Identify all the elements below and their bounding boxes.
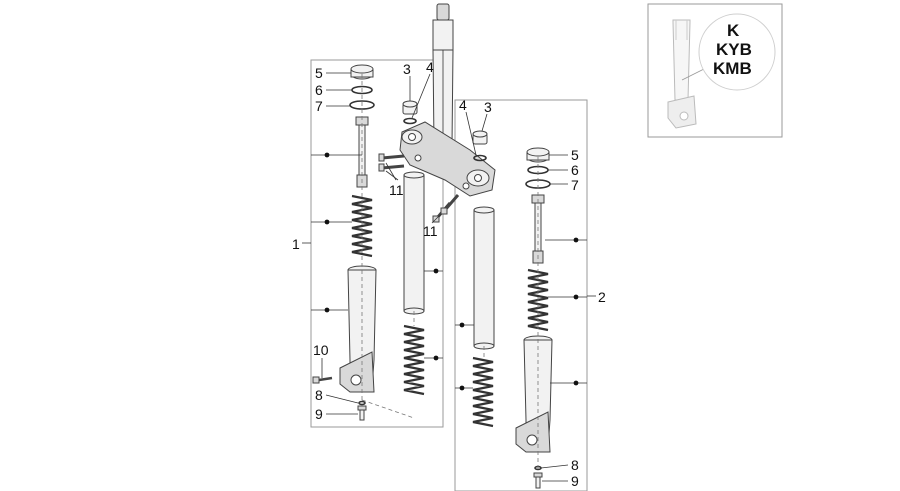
callout-6: 6	[315, 82, 323, 98]
bullet-dot	[433, 355, 439, 361]
callout-10: 10	[313, 342, 329, 358]
left-link-line	[361, 399, 415, 419]
clamp-bolts-upper	[378, 153, 405, 172]
bullet-dot	[573, 237, 579, 243]
left-upper-spring	[351, 194, 373, 258]
bullet-dot	[459, 322, 465, 328]
bullet-dot	[324, 307, 330, 313]
callout-3: 3	[403, 61, 411, 77]
inset-tube-sketch	[667, 19, 719, 129]
left-outer-tube	[339, 265, 377, 393]
left-leg-group-frame	[310, 59, 444, 428]
bullet-dot	[573, 294, 579, 300]
top-cap-right	[472, 130, 488, 162]
inset-label-k: K	[727, 21, 740, 40]
inset-label-kyb: KYB	[716, 40, 752, 59]
inset-label-bubble	[698, 13, 776, 91]
callout-7: 7	[315, 98, 323, 114]
callout-5: 5	[315, 65, 323, 81]
left-lower-spring	[403, 324, 425, 396]
top-cap-left	[402, 100, 418, 125]
callout-8: 8	[315, 387, 323, 403]
inset-label-kmb: KMB	[713, 59, 752, 78]
callout-6: 6	[571, 162, 579, 178]
callout-9: 9	[571, 473, 579, 489]
inner-tube-right	[473, 206, 495, 350]
triple-clamp	[399, 121, 496, 197]
bullet-dot	[459, 385, 465, 391]
right-bottom-bolt	[533, 472, 543, 489]
inset-frame	[647, 3, 783, 138]
callout-4: 4	[459, 97, 467, 113]
left-bottom-bolt	[357, 405, 367, 421]
callout-1: 1	[292, 236, 300, 252]
callout-2: 2	[598, 289, 606, 305]
right-leg-group-frame	[454, 99, 588, 491]
callout-8: 8	[571, 457, 579, 473]
right-outer-tube	[515, 335, 553, 453]
callout-11: 11	[423, 223, 438, 239]
left-bleed-screw	[312, 376, 333, 384]
left-washer	[358, 400, 366, 406]
bullet-dot	[324, 152, 330, 158]
callout-4: 4	[426, 59, 434, 75]
bullet-dot	[324, 219, 330, 225]
right-lower-spring	[472, 356, 494, 428]
callout-7: 7	[571, 177, 579, 193]
bullet-dot	[573, 380, 579, 386]
callout-9: 9	[315, 406, 323, 422]
steering-column	[432, 3, 454, 146]
callout-11: 11	[389, 182, 404, 198]
callout-5: 5	[571, 147, 579, 163]
inner-tube-left	[403, 171, 425, 315]
callout-3: 3	[484, 99, 492, 115]
bullet-dot	[433, 268, 439, 274]
